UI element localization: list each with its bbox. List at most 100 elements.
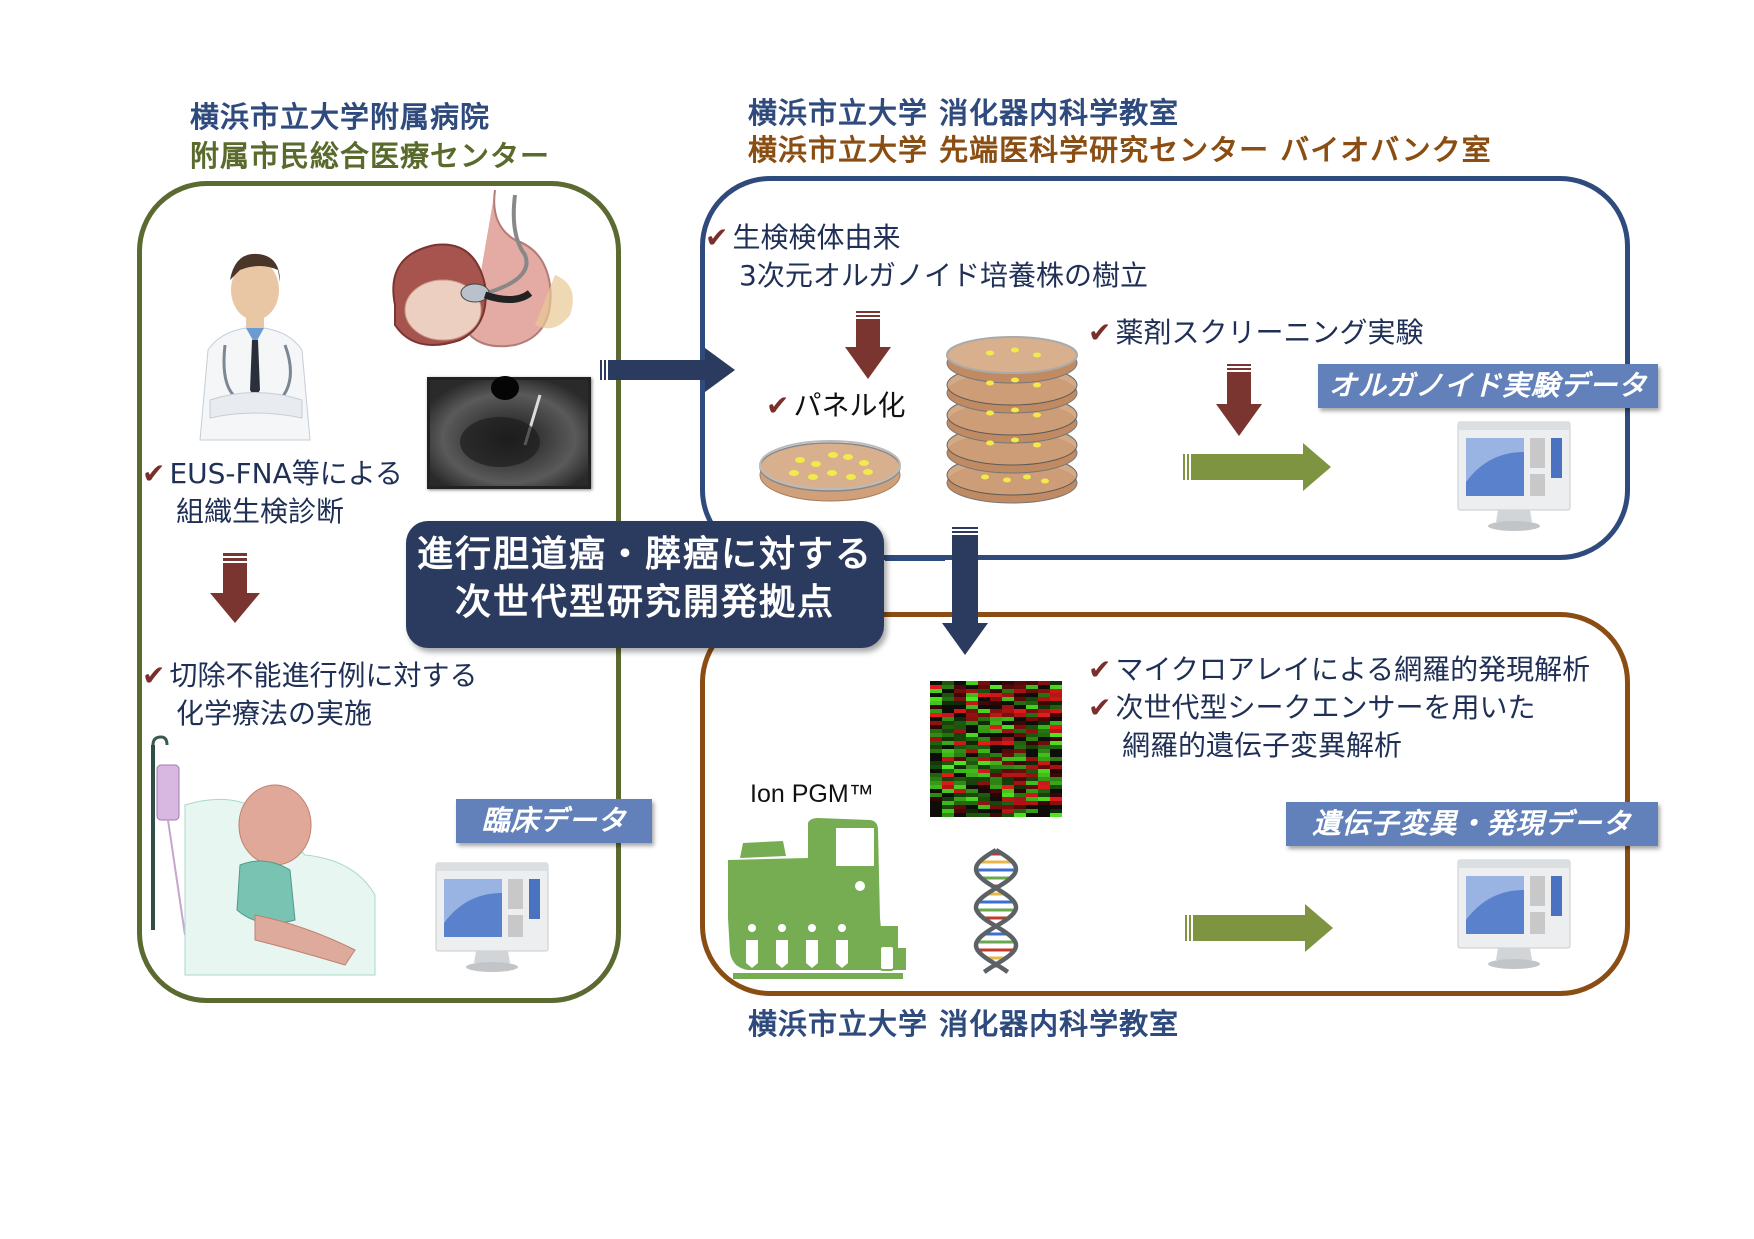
heatmap-cell: [966, 697, 978, 701]
heatmap-cell: [966, 765, 978, 769]
heatmap-cell: [990, 765, 1002, 769]
heatmap-cell: [1014, 773, 1026, 777]
heatmap-cell: [1050, 769, 1062, 773]
heatmap-cell: [1026, 733, 1038, 737]
heatmap-cell: [1026, 809, 1038, 813]
heatmap-cell: [942, 713, 954, 717]
heatmap-cell: [1038, 681, 1050, 685]
heatmap-cell: [1026, 693, 1038, 697]
heatmap-cell: [942, 801, 954, 805]
heatmap-cell: [978, 813, 990, 817]
heatmap-cell: [1002, 805, 1014, 809]
heatmap-cell: [942, 681, 954, 685]
heatmap-cell: [978, 709, 990, 713]
microarray-analysis-item: ✔マイクロアレイによる網羅的発現解析: [1088, 653, 1591, 686]
heatmap-cell: [930, 757, 942, 761]
heatmap-cell: [1038, 701, 1050, 705]
heatmap-cell: [1014, 741, 1026, 745]
heatmap-cell: [978, 693, 990, 697]
heatmap-cell: [990, 693, 1002, 697]
heatmap-cell: [990, 745, 1002, 749]
heatmap-cell: [990, 761, 1002, 765]
heatmap-cell: [1014, 737, 1026, 741]
heatmap-cell: [1014, 729, 1026, 733]
heatmap-cell: [954, 765, 966, 769]
heatmap-cell: [966, 761, 978, 765]
heatmap-cell: [1050, 805, 1062, 809]
heatmap-cell: [1050, 785, 1062, 789]
heatmap-cell: [1038, 689, 1050, 693]
heatmap-cell: [966, 685, 978, 689]
heatmap-cell: [966, 705, 978, 709]
heatmap-cell: [966, 681, 978, 685]
heatmap-cell: [1038, 777, 1050, 781]
sequencer-label: Ion PGM™: [750, 780, 874, 808]
heatmap-cell: [1002, 725, 1014, 729]
heatmap-cell: [990, 789, 1002, 793]
microarray-heatmap: [930, 681, 1062, 817]
heatmap-cell: [1014, 697, 1026, 701]
heatmap-cell: [978, 773, 990, 777]
down-arrow-icon: [1216, 364, 1262, 436]
heatmap-cell: [978, 765, 990, 769]
heatmap-cell: [1014, 757, 1026, 761]
heatmap-cell: [1038, 685, 1050, 689]
check-icon: ✔: [705, 221, 729, 254]
heatmap-cell: [930, 781, 942, 785]
heatmap-cell: [990, 713, 1002, 717]
heatmap-cell: [954, 701, 966, 705]
heatmap-cell: [1002, 789, 1014, 793]
heatmap-cell: [990, 805, 1002, 809]
heatmap-cell: [1026, 701, 1038, 705]
heatmap-cell: [1002, 749, 1014, 753]
heatmap-cell: [1002, 709, 1014, 713]
heatmap-cell: [966, 773, 978, 777]
heatmap-cell: [1014, 733, 1026, 737]
heatmap-cell: [1038, 773, 1050, 777]
heatmap-cell: [990, 741, 1002, 745]
heatmap-cell: [1050, 789, 1062, 793]
heatmap-cell: [966, 789, 978, 793]
heatmap-cell: [1026, 757, 1038, 761]
check-icon: ✔: [142, 659, 166, 692]
heatmap-cell: [978, 685, 990, 689]
heatmap-cell: [942, 685, 954, 689]
heatmap-cell: [990, 737, 1002, 741]
heatmap-cell: [1050, 713, 1062, 717]
heatmap-cell: [978, 697, 990, 701]
heatmap-cell: [1050, 725, 1062, 729]
heatmap-cell: [942, 757, 954, 761]
heatmap-cell: [1038, 785, 1050, 789]
heatmap-cell: [930, 729, 942, 733]
heatmap-cell: [1050, 781, 1062, 785]
gene-data-label: 遺伝子変異・発現データ: [1286, 802, 1658, 846]
heatmap-cell: [1014, 769, 1026, 773]
heatmap-cell: [1050, 749, 1062, 753]
heatmap-cell: [954, 809, 966, 813]
heatmap-cell: [1002, 713, 1014, 717]
heatmap-cell: [978, 741, 990, 745]
heatmap-cell: [978, 701, 990, 705]
heatmap-cell: [942, 729, 954, 733]
heatmap-cell: [954, 793, 966, 797]
heatmap-cell: [930, 737, 942, 741]
heatmap-cell: [990, 749, 1002, 753]
heatmap-cell: [1050, 753, 1062, 757]
heatmap-cell: [990, 701, 1002, 705]
heatmap-cell: [1026, 765, 1038, 769]
heatmap-cell: [930, 785, 942, 789]
heatmap-cell: [978, 761, 990, 765]
heatmap-cell: [930, 769, 942, 773]
right-arrow-icon: [600, 348, 735, 392]
heatmap-cell: [1050, 717, 1062, 721]
heatmap-cell: [954, 769, 966, 773]
heatmap-cell: [1014, 801, 1026, 805]
heatmap-cell: [1038, 725, 1050, 729]
heatmap-cell: [1002, 741, 1014, 745]
heatmap-cell: [966, 813, 978, 817]
heatmap-cell: [930, 809, 942, 813]
heatmap-cell: [966, 785, 978, 789]
heatmap-cell: [942, 765, 954, 769]
heatmap-cell: [1026, 777, 1038, 781]
heatmap-cell: [1026, 697, 1038, 701]
